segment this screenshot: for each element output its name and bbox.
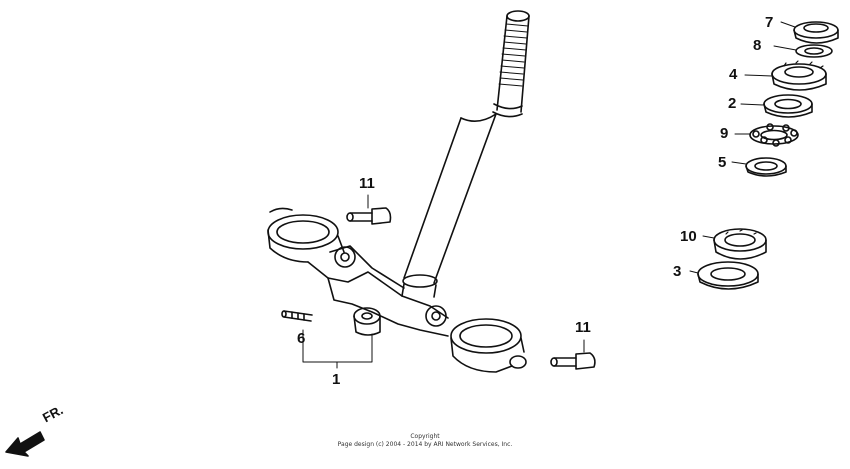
callout-5: 5: [718, 154, 727, 171]
callout-11-lower: 11: [575, 319, 591, 336]
callout-2: 2: [728, 95, 737, 112]
part-4-adjusting-nut: [744, 60, 827, 91]
fork-bridge: [267, 207, 527, 373]
copyright-line-1: Copyright: [410, 433, 440, 440]
callout-4: 4: [729, 66, 738, 83]
part-9-steel-balls: [734, 123, 799, 147]
part-10-lower-bearing-race: [702, 228, 767, 260]
callout-10: 10: [680, 228, 697, 245]
callout-7: 7: [765, 14, 774, 31]
callout-11-upper: 11: [359, 175, 375, 192]
bolt-11-lower: [550, 352, 596, 370]
part-2-bearing-race: [740, 94, 813, 118]
steering-stem-shaft: [401, 10, 530, 298]
part-5-dust-seal: [731, 157, 787, 177]
bolt-11-upper: [346, 207, 392, 225]
part-7-lock-nut: [780, 21, 839, 44]
callout-1: 1: [332, 371, 341, 388]
copyright-line-2: Page design (c) 2004 - 2014 by ARI Netwo…: [337, 441, 513, 448]
callout-8: 8: [753, 37, 762, 54]
leader-lines: [302, 194, 585, 369]
front-direction-arrow: [5, 431, 45, 457]
part-3-lower-race: [689, 261, 759, 290]
callout-3: 3: [673, 263, 682, 280]
part-8-washer: [773, 44, 833, 58]
callout-9: 9: [720, 125, 729, 142]
callout-6: 6: [297, 330, 306, 347]
stud-bolt-6: [281, 310, 313, 322]
